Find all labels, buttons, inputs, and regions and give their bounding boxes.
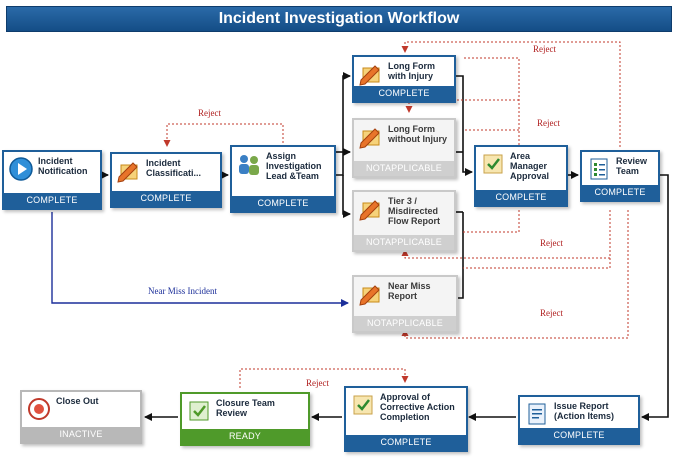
reject-label: Reject bbox=[540, 308, 563, 318]
reject-label: Reject bbox=[306, 378, 329, 388]
status-badge: NOTAPPLICABLE bbox=[354, 235, 454, 250]
node-incident-notification[interactable]: Incident Notification COMPLETE bbox=[2, 150, 102, 210]
status-badge: INACTIVE bbox=[22, 427, 140, 442]
status-badge: COMPLETE bbox=[232, 196, 334, 211]
checklist-icon bbox=[590, 158, 608, 180]
node-area-manager-approval[interactable]: Area Manager Approval COMPLETE bbox=[474, 145, 568, 207]
node-label: Incident Classificati... bbox=[146, 158, 202, 178]
node-label: Tier 3 / Misdirected Flow Report bbox=[388, 196, 440, 226]
status-badge: COMPLETE bbox=[520, 428, 638, 443]
play-icon bbox=[9, 157, 33, 181]
node-label: Area Manager Approval bbox=[510, 151, 550, 181]
node-label: Issue Report (Action Items) bbox=[554, 401, 615, 421]
pencil-form-icon bbox=[359, 285, 380, 306]
status-badge: COMPLETE bbox=[354, 86, 454, 101]
node-incident-classification[interactable]: Incident Classificati... COMPLETE bbox=[110, 152, 222, 208]
status-badge: COMPLETE bbox=[4, 193, 100, 208]
node-approval-corrective-action[interactable]: Approval of Corrective Action Completion… bbox=[344, 386, 468, 452]
pencil-form-icon bbox=[359, 200, 380, 221]
status-badge: COMPLETE bbox=[346, 435, 466, 450]
node-long-form-with-injury[interactable]: Long Form with Injury COMPLETE bbox=[352, 55, 456, 103]
status-badge: COMPLETE bbox=[582, 185, 658, 200]
reject-label: Reject bbox=[537, 118, 560, 128]
status-badge: COMPLETE bbox=[112, 191, 220, 206]
page-title: Incident Investigation Workflow bbox=[6, 6, 672, 32]
review-icon bbox=[189, 401, 209, 421]
node-closure-team-review[interactable]: Closure Team Review READY bbox=[180, 392, 310, 446]
node-label: Long Form with Injury bbox=[388, 61, 435, 81]
node-review-team[interactable]: Review Team COMPLETE bbox=[580, 150, 660, 202]
node-long-form-without-injury[interactable]: Long Form without Injury NOTAPPLICABLE bbox=[352, 118, 456, 178]
stop-icon bbox=[28, 398, 50, 420]
node-label: Closure Team Review bbox=[216, 398, 275, 418]
node-label: Approval of Corrective Action Completion bbox=[380, 392, 455, 422]
report-icon bbox=[528, 403, 546, 425]
node-label: Near Miss Report bbox=[388, 281, 431, 301]
status-badge: NOTAPPLICABLE bbox=[354, 161, 454, 176]
approval-icon bbox=[353, 395, 373, 415]
status-badge: NOTAPPLICABLE bbox=[354, 316, 456, 331]
node-near-miss-report[interactable]: Near Miss Report NOTAPPLICABLE bbox=[352, 275, 458, 333]
node-label: Assign Investigation Lead &Team bbox=[266, 151, 322, 181]
status-badge: COMPLETE bbox=[476, 190, 566, 205]
node-label: Close Out bbox=[56, 396, 99, 406]
reject-label: Reject bbox=[533, 44, 556, 54]
node-label: Incident Notification bbox=[38, 156, 88, 176]
reject-label: Reject bbox=[198, 108, 221, 118]
near-miss-incident-label: Near Miss Incident bbox=[148, 286, 217, 296]
team-icon bbox=[239, 155, 259, 175]
node-tier3-misdirected-flow-report[interactable]: Tier 3 / Misdirected Flow Report NOTAPPL… bbox=[352, 190, 456, 252]
node-label: Review Team bbox=[616, 156, 648, 176]
approval-icon bbox=[483, 154, 503, 174]
node-label: Long Form without Injury bbox=[388, 124, 447, 144]
reject-label: Reject bbox=[540, 238, 563, 248]
pencil-form-icon bbox=[117, 162, 138, 183]
status-badge: READY bbox=[182, 429, 308, 444]
node-assign-investigation[interactable]: Assign Investigation Lead &Team COMPLETE bbox=[230, 145, 336, 213]
pencil-form-icon bbox=[359, 128, 380, 149]
pencil-form-icon bbox=[359, 65, 380, 86]
node-issue-report[interactable]: Issue Report (Action Items) COMPLETE bbox=[518, 395, 640, 445]
node-close-out[interactable]: Close Out INACTIVE bbox=[20, 390, 142, 444]
